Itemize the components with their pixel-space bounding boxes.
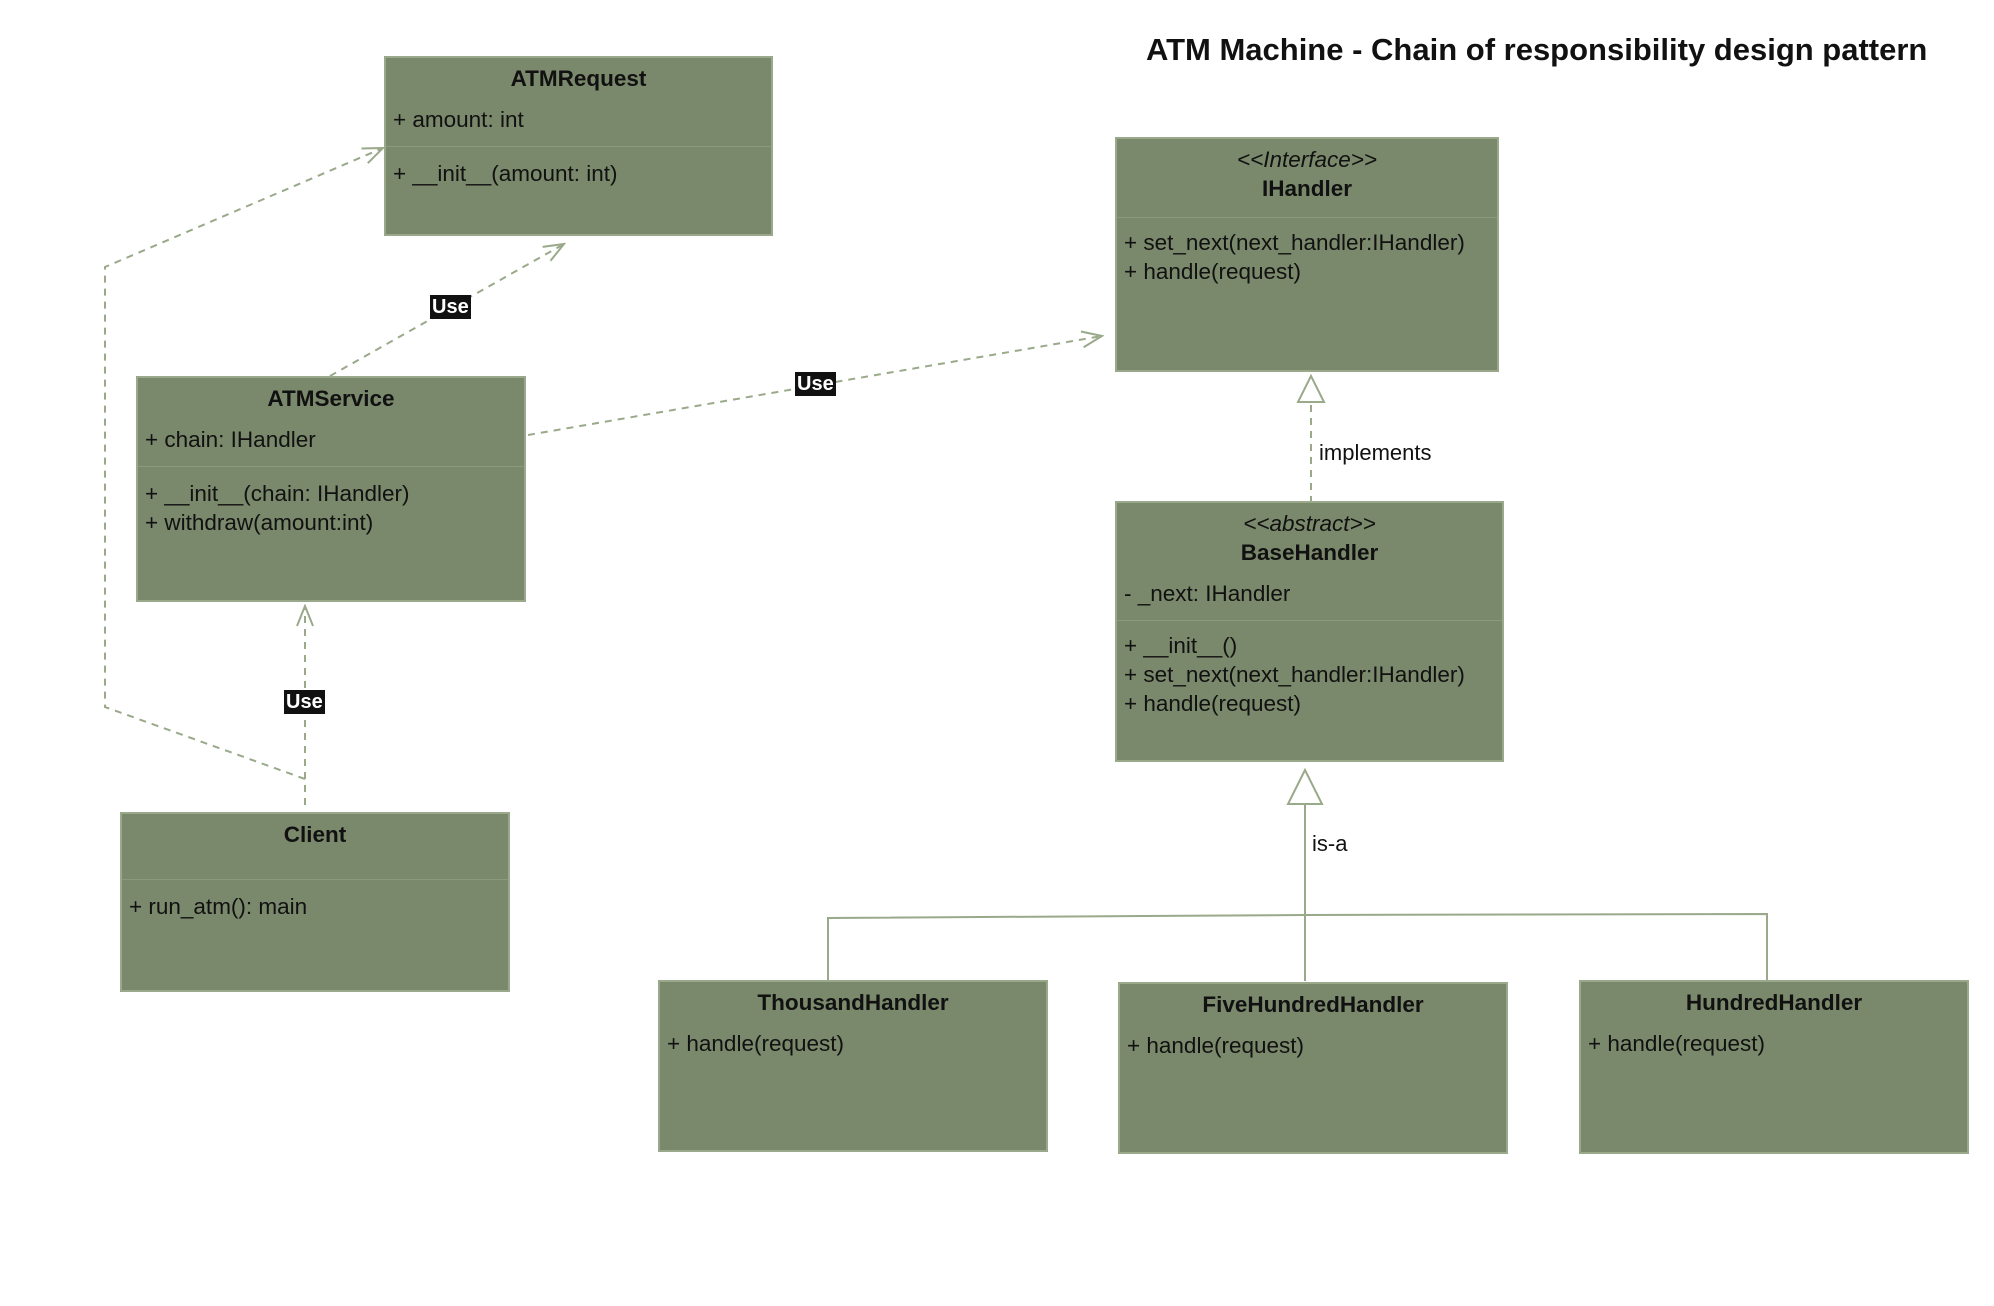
method: + __init__() [1124,633,1238,658]
edge-label-use-service: Use [284,690,325,714]
attributes-section: - _next: IHandler [1117,567,1502,620]
class-client[interactable]: Client + run_atm(): main [120,812,510,992]
methods-section: + __init__() + set_next(next_handler:IHa… [1117,620,1502,718]
class-fivehundredhandler[interactable]: FiveHundredHandler + handle(request) [1118,982,1508,1154]
attributes-section [1117,203,1497,217]
class-thousandhandler[interactable]: ThousandHandler + handle(request) [658,980,1048,1152]
class-name: ATMService [267,386,395,411]
method: + run_atm(): main [129,894,308,919]
method: + handle(request) [1124,691,1301,716]
edge-client-to-atmrequest [104,148,383,780]
attribute: + amount: int [393,107,524,132]
edge-label-is-a: is-a [1312,831,1348,856]
edge-label-use-ihandler: Use [795,372,836,396]
class-atmservice[interactable]: ATMService + chain: IHandler + __init__(… [136,376,526,602]
class-ihandler[interactable]: <<Interface>> IHandler + set_next(next_h… [1115,137,1499,372]
attributes-section: + chain: IHandler [138,413,524,466]
class-name: ATMRequest [510,66,647,91]
method: + withdraw(amount:int) [145,510,374,535]
class-name: Client [283,822,347,847]
method: + set_next(next_handler:IHandler) [1124,662,1465,687]
class-hundredhandler[interactable]: HundredHandler + handle(request) [1579,980,1969,1154]
edge-label-implements: implements [1319,440,1432,465]
method: + handle(request) [1588,1031,1765,1056]
class-name: IHandler [1261,176,1353,201]
attribute: + chain: IHandler [145,427,316,452]
class-basehandler[interactable]: <<abstract>> BaseHandler - _next: IHandl… [1115,501,1504,762]
class-name: HundredHandler [1685,990,1863,1015]
realization-arrowhead [1296,373,1326,403]
methods-section: + __init__(amount: int) [386,146,771,188]
methods-section: + handle(request) [1581,1017,1967,1058]
methods-section: + __init__(chain: IHandler) + withdraw(a… [138,466,524,537]
methods-section: + set_next(next_handler:IHandler) + hand… [1117,217,1497,286]
inheritance-arrowhead [1286,767,1324,805]
stereotype: <<abstract>> [1243,511,1376,536]
method: + set_next(next_handler:IHandler) [1124,230,1465,255]
methods-section: + run_atm(): main [122,879,508,921]
attributes-section [122,849,508,879]
class-name: FiveHundredHandler [1202,992,1424,1017]
attribute: - _next: IHandler [1124,581,1291,606]
edge-is-a-branch [827,912,1768,981]
method: + handle(request) [667,1031,844,1056]
class-atmrequest[interactable]: ATMRequest + amount: int + __init__(amou… [384,56,773,236]
methods-section: + handle(request) [660,1017,1046,1058]
stereotype: <<Interface>> [1236,147,1378,172]
edge-label-use-request: Use [430,295,471,319]
method: + handle(request) [1127,1033,1304,1058]
class-name: BaseHandler [1240,540,1379,565]
diagram-title: ATM Machine - Chain of responsibility de… [1146,32,1928,67]
method: + __init__(chain: IHandler) [145,481,410,506]
methods-section: + handle(request) [1120,1019,1506,1060]
class-name: ThousandHandler [757,990,949,1015]
method: + handle(request) [1124,259,1301,284]
attributes-section: + amount: int [386,93,771,146]
method: + __init__(amount: int) [393,161,618,186]
